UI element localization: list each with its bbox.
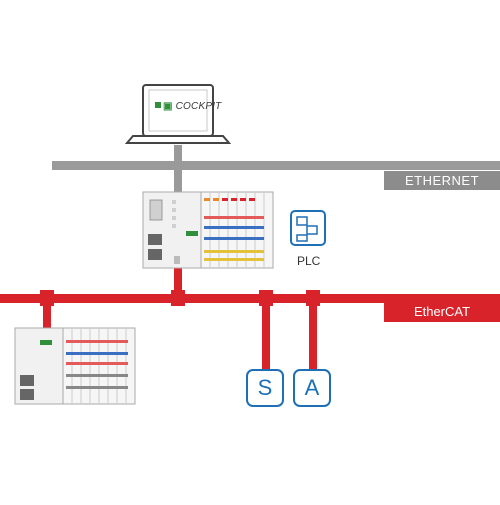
ethercat-node-actuator [306,290,320,306]
servo-box: S [246,369,284,407]
ethercat-node-servo [259,290,273,306]
plc-label: PLC [297,254,321,268]
cockpit-logo-text: ▣ COCKPIT [163,101,222,112]
ethercat-drop-actuator [309,298,317,370]
ethercat-bus-line [0,294,500,303]
laptop-icon [124,84,232,144]
ethernet-drop-laptop [174,145,182,163]
ethercat-node-left [40,290,54,306]
ethernet-label: ETHERNET [384,171,500,190]
ethercat-node-controller [171,290,185,306]
io-module-device-main [200,191,274,269]
io-module-device-left [62,327,136,405]
ethercat-drop-controller [174,266,182,298]
plc-icon [290,210,326,246]
cockpit-label: COCKPIT [175,101,222,112]
ethercat-drop-left [43,298,51,332]
ethernet-bus-line [52,161,500,170]
controller-device-left [14,327,64,405]
controller-device [142,191,202,269]
ethercat-label: EtherCAT [384,302,500,322]
ethercat-drop-servo [262,298,270,370]
actuator-box: A [293,369,331,407]
ethernet-drop-controller [174,168,182,196]
